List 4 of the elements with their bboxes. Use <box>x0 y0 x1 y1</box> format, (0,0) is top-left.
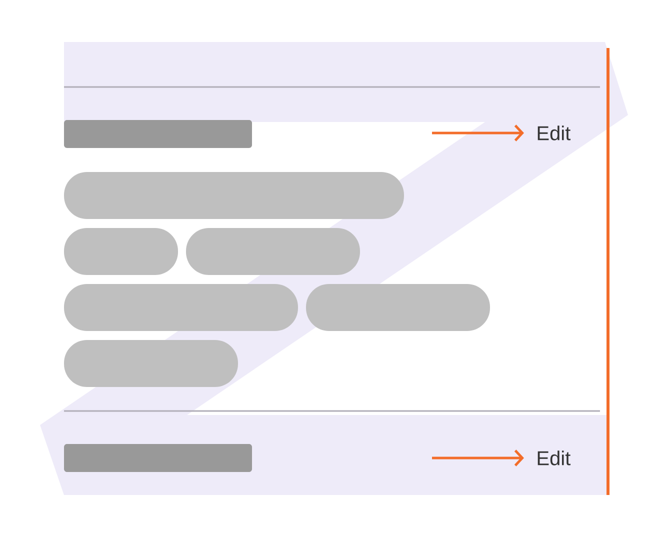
edit-link: Edit <box>538 450 571 466</box>
arrow <box>432 124 524 142</box>
arrow <box>432 450 524 466</box>
edit-link: Edit <box>538 126 571 140</box>
